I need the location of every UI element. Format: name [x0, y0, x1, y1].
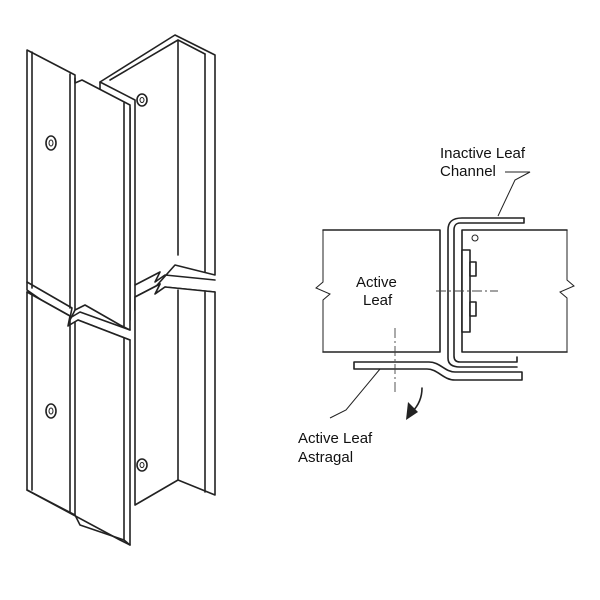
screw-hole-icon: [45, 403, 57, 419]
active-leaf-label-2: Leaf: [363, 292, 393, 309]
screw-hole-icon: [136, 93, 148, 107]
channel-lower: [134, 283, 216, 506]
astragal-label-1: Active Leaf: [298, 430, 373, 447]
plan-section-view: [315, 171, 575, 420]
screw-hole-icon: [136, 458, 148, 472]
astragal-label-2: Astragal: [298, 449, 353, 466]
isometric-astragal-view: [26, 34, 216, 546]
active-leaf-astragal: [353, 361, 523, 381]
inactive-leaf-channel: [447, 217, 525, 368]
inactive-channel-label-1: Inactive Leaf: [440, 145, 526, 162]
astragal-lower: [26, 291, 131, 546]
astragal-upper: [26, 49, 131, 331]
channel-hardware: [461, 249, 477, 333]
active-leaf-label-1: Active: [356, 274, 397, 291]
leader-channel: [497, 171, 531, 217]
screw-hole-icon: [45, 135, 57, 151]
screw-icon: [471, 234, 479, 242]
swing-arrow: [406, 387, 423, 420]
active-leaf: [315, 229, 441, 353]
leader-astragal: [329, 368, 381, 419]
labels: Active Leaf Inactive Leaf Channel Active…: [298, 145, 526, 466]
inactive-channel-label-2: Channel: [440, 163, 496, 180]
